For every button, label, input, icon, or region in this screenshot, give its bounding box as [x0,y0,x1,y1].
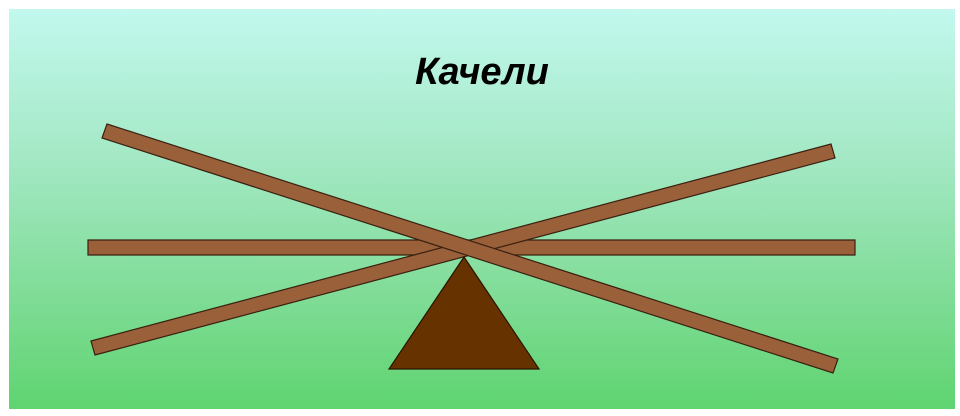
fulcrum-triangle [389,257,539,369]
seesaw-diagram [9,9,955,409]
slide: Качели [9,9,955,409]
